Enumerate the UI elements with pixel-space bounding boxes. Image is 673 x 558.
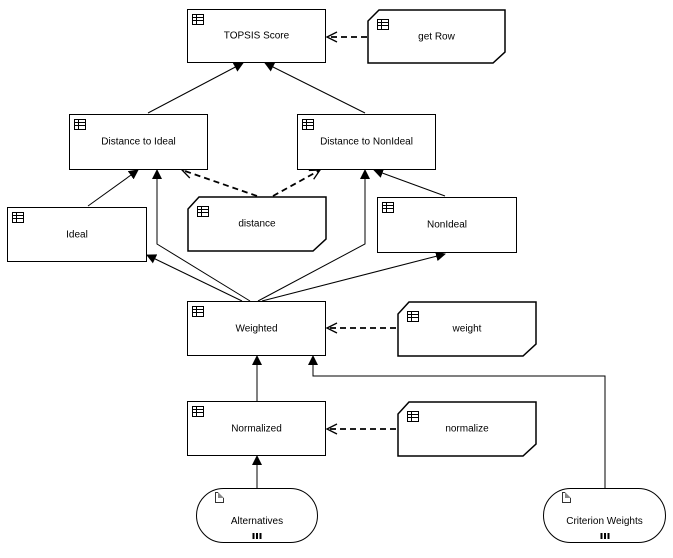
node-label: NonIdeal <box>426 219 468 231</box>
node-nonideal[interactable]: NonIdeal <box>377 197 517 253</box>
node-label: Criterion Weights <box>566 516 643 527</box>
table-icon <box>192 14 204 25</box>
node-topsis-score[interactable]: TOPSIS Score <box>187 9 326 63</box>
node-distance-to-ideal[interactable]: Distance to Ideal <box>69 114 208 170</box>
edge-nonideal-to-distance-to-nonideal <box>373 168 446 197</box>
node-label: Distance to NonIdeal <box>320 136 413 148</box>
function-shape <box>187 196 327 252</box>
function-shape <box>397 401 537 457</box>
node-alternatives[interactable]: Alternatives <box>196 488 318 543</box>
node-label: get Row <box>418 31 455 42</box>
document-icon <box>215 492 224 503</box>
table-icon <box>197 206 209 217</box>
collection-icon <box>600 533 609 539</box>
node-label: Distance to Ideal <box>101 136 176 148</box>
node-label: Normalized <box>231 423 282 434</box>
table-icon <box>302 119 314 130</box>
node-distance-to-nonideal[interactable]: Distance to NonIdeal <box>297 114 436 170</box>
node-get-row[interactable]: get Row <box>367 9 506 64</box>
edge-weighted-to-distance-to-nonideal <box>257 169 370 302</box>
node-distance[interactable]: distance <box>187 196 327 252</box>
table-icon <box>192 306 204 317</box>
function-shape <box>367 9 506 64</box>
edge-distance-to-distance-to-ideal <box>182 170 258 197</box>
edge-distance-to-ideal-to-topsis-score <box>147 62 244 114</box>
table-icon <box>377 19 389 30</box>
table-icon <box>74 119 86 130</box>
node-normalize[interactable]: normalize <box>397 401 537 457</box>
edge-distance-to-distance-to-nonideal <box>272 169 320 197</box>
node-label: Alternatives <box>230 516 284 527</box>
node-ideal[interactable]: Ideal <box>7 207 147 262</box>
edge-weighted-to-ideal <box>146 254 243 302</box>
edge-criterion-weights-to-weighted <box>308 355 606 488</box>
document-icon <box>562 492 571 503</box>
table-icon <box>192 406 204 417</box>
node-label: TOPSIS Score <box>223 30 290 42</box>
collection-icon <box>252 533 262 539</box>
node-criterion-weights[interactable]: Criterion Weights <box>543 488 666 543</box>
table-icon <box>407 311 419 322</box>
node-label: distance <box>238 218 276 230</box>
table-icon <box>382 202 394 213</box>
node-weight[interactable]: weight <box>397 301 537 357</box>
table-icon <box>407 411 419 422</box>
table-icon <box>12 212 24 223</box>
node-label: weight <box>452 323 482 335</box>
function-shape <box>397 301 537 357</box>
node-label: Weighted <box>235 323 278 334</box>
edge-distance-to-nonideal-to-topsis-score <box>264 62 366 114</box>
node-label: Ideal <box>66 229 88 240</box>
node-label: normalize <box>445 423 489 435</box>
edge-ideal-to-distance-to-ideal <box>87 169 139 207</box>
edge-weighted-to-distance-to-ideal <box>152 169 251 302</box>
node-normalized[interactable]: Normalized <box>187 401 326 456</box>
node-weighted[interactable]: Weighted <box>187 301 326 356</box>
edge-weighted-to-nonideal <box>261 251 446 302</box>
